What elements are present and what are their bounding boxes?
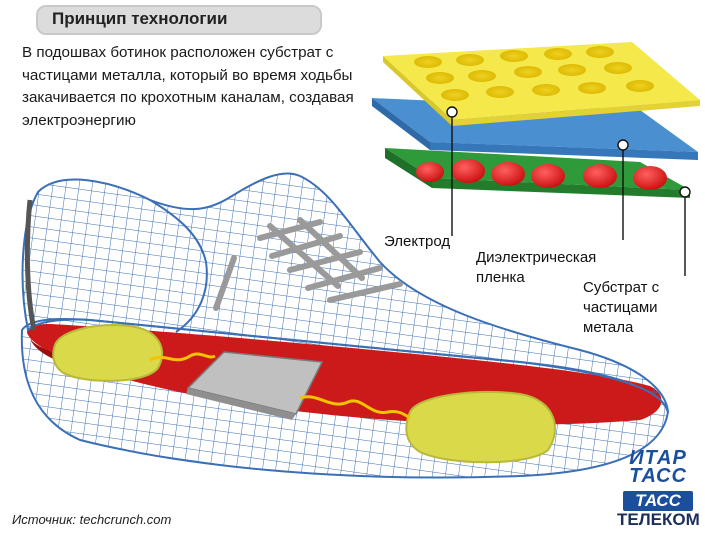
title-bar: [36, 5, 322, 35]
itar-tass-logo: ИТАР ТАСС ТАСС ТЕЛЕКОМ: [617, 447, 700, 533]
page-title: Принцип технологии: [52, 9, 228, 28]
logo-line3: ТАСС: [623, 491, 693, 511]
label-substrate: Субстрат с частицами метала: [583, 279, 660, 336]
wire-heel: [149, 352, 216, 362]
shoe-upper: [21, 172, 669, 413]
electrode-layer: [383, 42, 700, 126]
intro-text: В подошвах ботинок расположен субстрат с…: [22, 44, 354, 129]
wire-toe: [299, 395, 411, 420]
logo-line2: ТАСС: [629, 465, 687, 487]
shoe-laces: [213, 217, 403, 311]
toe-pad: [405, 390, 556, 464]
generator-module: [186, 351, 324, 420]
leader-lines: [446, 106, 691, 276]
substrate-layer: [385, 148, 690, 198]
heel-pad: [52, 324, 163, 382]
label-electrode: Электрод: [384, 233, 451, 250]
logo-line1: ИТАР: [629, 447, 687, 469]
logo-line4: ТЕЛЕКОМ: [617, 510, 700, 529]
source-credit: Источник: techcrunch.com: [12, 512, 172, 527]
label-dielectric: Диэлектрическая пленка: [476, 249, 597, 286]
